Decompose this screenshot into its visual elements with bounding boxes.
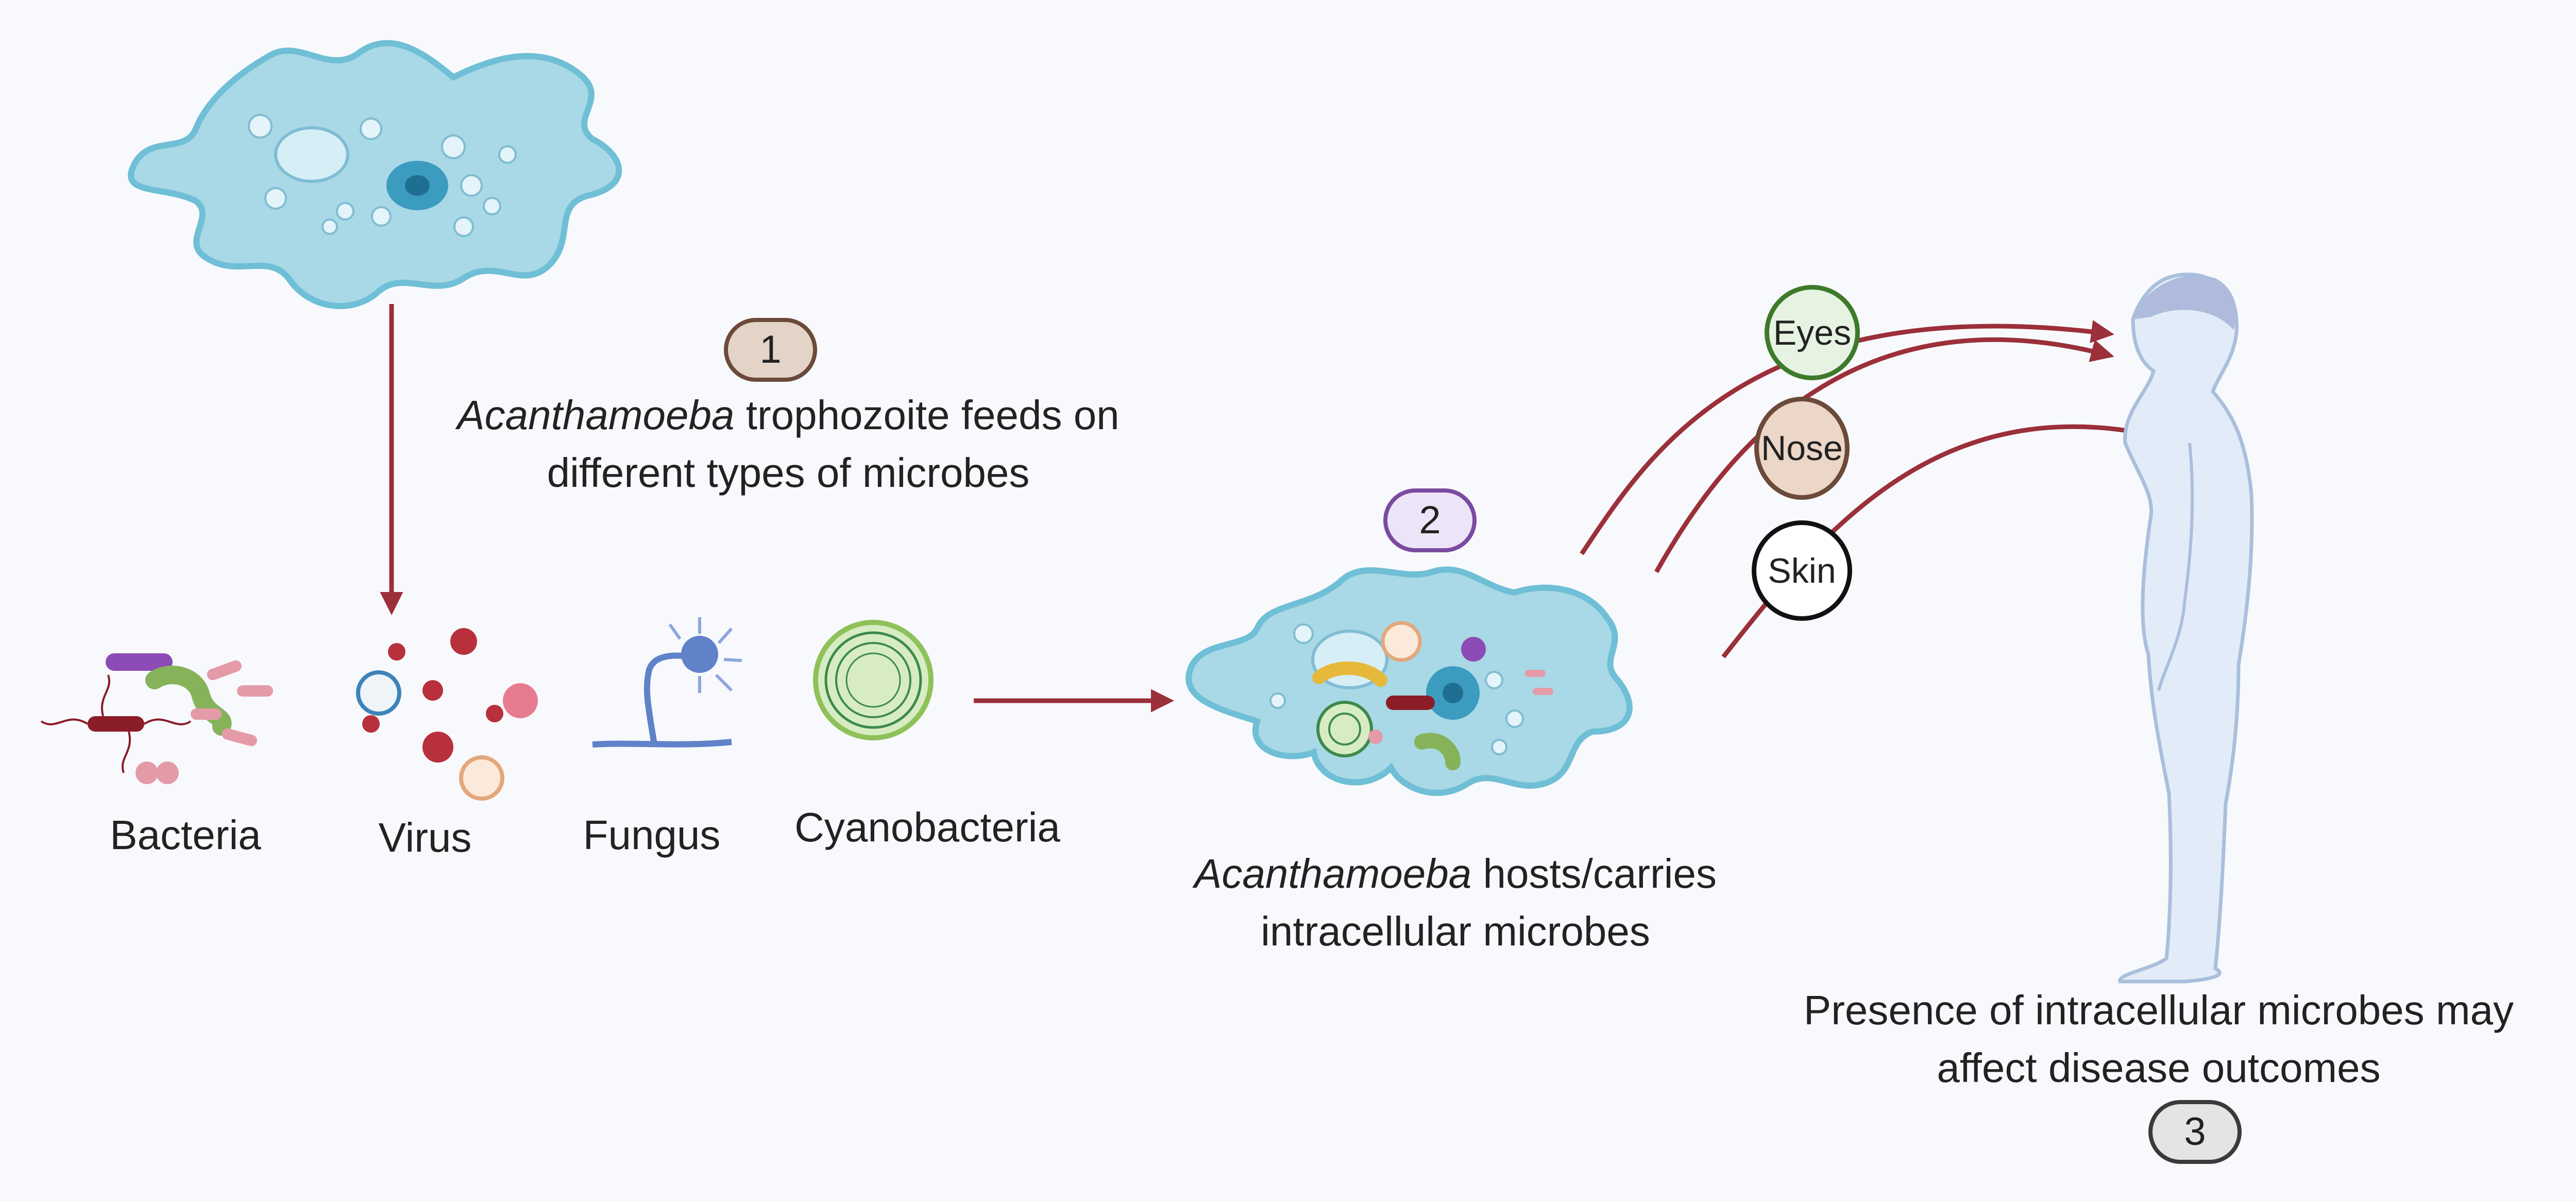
human-figure-icon bbox=[2118, 273, 2254, 984]
step-3-number: 3 bbox=[2184, 1110, 2206, 1154]
step-2-number: 2 bbox=[1419, 498, 1441, 542]
cyanobacteria-icon bbox=[813, 620, 934, 740]
step-3-line-2: affect disease outcomes bbox=[1937, 1045, 2381, 1091]
step-1-number: 1 bbox=[759, 328, 782, 371]
step-2-badge: 2 bbox=[1383, 488, 1477, 552]
amoeba-trophozoite-icon bbox=[128, 40, 622, 309]
step-3-line-1: Presence of intracellular microbes may bbox=[1803, 987, 2514, 1033]
skin-label: Skin bbox=[1768, 551, 1836, 590]
step-2-line-1: Acanthamoeba hosts/carries bbox=[1056, 845, 1855, 903]
cyanobacteria-label: Cyanobacteria bbox=[794, 804, 1060, 850]
step-3-caption: Presence of intracellular microbes may a… bbox=[1736, 982, 2576, 1097]
step-1-line-1: Acanthamoeba trophozoite feeds on bbox=[350, 386, 1226, 444]
step-3-badge: 3 bbox=[2148, 1100, 2242, 1164]
fungus-label: Fungus bbox=[583, 812, 721, 858]
eyes-label: Eyes bbox=[1773, 313, 1852, 352]
step-1-line-2: different types of microbes bbox=[547, 450, 1030, 496]
bacteria-label: Bacteria bbox=[110, 812, 261, 858]
step-1-badge: 1 bbox=[724, 318, 817, 382]
step-1-rest: trophozoite feeds on bbox=[734, 392, 1120, 438]
fungus-icon bbox=[592, 617, 742, 748]
step-2-caption: Acanthamoeba hosts/carries intracellular… bbox=[1056, 845, 1855, 960]
virus-label: Virus bbox=[378, 815, 472, 860]
eyes-bubble: Eyes bbox=[1765, 285, 1860, 380]
step-1-italic: Acanthamoeba bbox=[457, 392, 735, 438]
step-2-italic: Acanthamoeba bbox=[1194, 851, 1472, 896]
virus-icon bbox=[356, 628, 538, 801]
step-2-rest: hosts/carries bbox=[1471, 851, 1717, 896]
amoeba-host-icon bbox=[1185, 566, 1633, 796]
step-1-caption: Acanthamoeba trophozoite feeds on differ… bbox=[350, 386, 1226, 502]
nose-bubble: Nose bbox=[1754, 397, 1850, 500]
bacteria-icon bbox=[40, 653, 273, 784]
skin-bubble: Skin bbox=[1752, 520, 1852, 621]
step-2-line-2: intracellular microbes bbox=[1261, 908, 1650, 954]
nose-label: Nose bbox=[1761, 429, 1843, 468]
